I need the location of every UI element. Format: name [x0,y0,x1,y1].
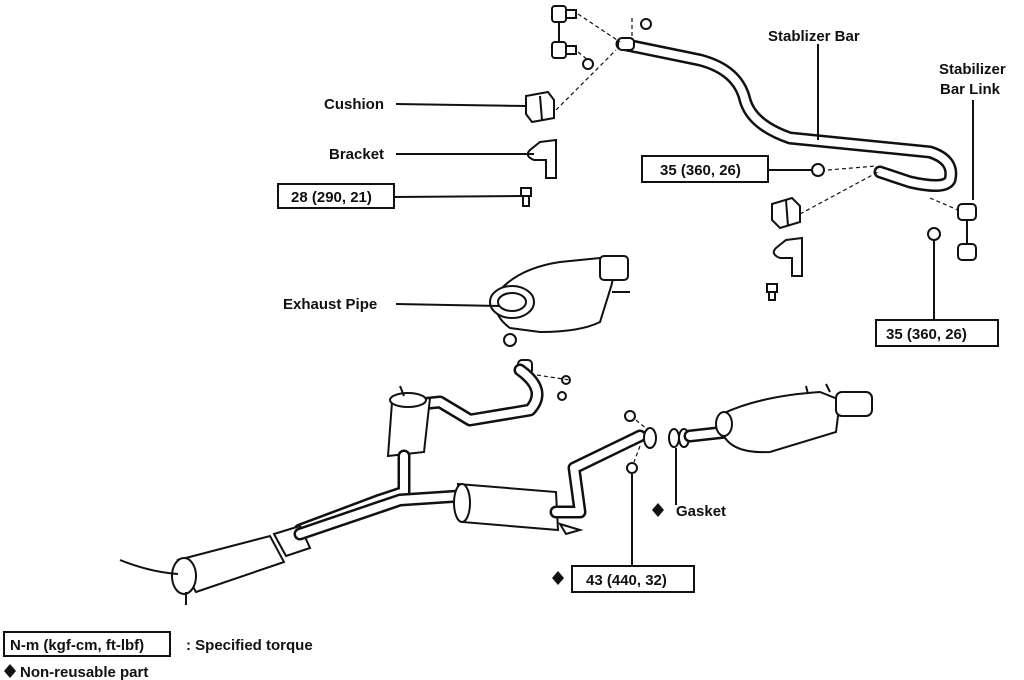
cushion-left [525,90,555,124]
bracket-right [772,236,803,277]
diamond-icon [552,571,564,585]
label-stabilizer-link-1: Stabilizer [939,61,1006,78]
label-stabilizer-bar: Stablizer Bar [768,28,860,45]
diamond-icon [652,503,664,517]
leader-exhaust-pipe [395,303,501,307]
stabilizer-link-right [927,203,977,261]
exhaust-middle-pipe [293,429,647,541]
label-gasket: Gasket [676,503,726,520]
torque-box-bar-bushing: 35 (360, 26) [641,155,769,183]
bracket-left [526,138,557,179]
leader-cushion [395,103,527,107]
legend: N-m (kgf-cm, ft-lbf) : Specified torque … [3,631,313,680]
torque-value-exhaust-nut: 43 (440, 32) [586,572,667,589]
legend-torque-unit: N-m (kgf-cm, ft-lbf) [10,637,144,654]
torque-value-bar-bushing: 35 (360, 26) [660,162,741,179]
torque-value-link-nut: 35 (360, 26) [886,326,967,343]
label-stabilizer-link-2: Bar Link [940,81,1001,98]
stabilizer-bar [615,37,958,192]
leader-bolt [393,195,521,198]
exhaust-front-resonator [119,524,312,605]
torque-box-exhaust-nut: 43 (440, 32) [571,565,695,593]
bolt-left [520,187,532,207]
exhaust-center-pipe [293,363,544,537]
torque-value-bracket-bolt: 28 (290, 21) [291,189,372,206]
legend-nonreusable-text: Non-reusable part [20,664,148,680]
torque-box-link-nut: 35 (360, 26) [875,319,999,347]
nut-bar-bushing [811,163,825,177]
stabilizer-link-left [551,5,652,70]
diamond-icon [4,664,16,678]
exhaust-upper-muffler [489,255,630,334]
bolt-right [766,283,778,301]
torque-box-bracket-bolt: 28 (290, 21) [277,183,395,209]
label-bracket: Bracket [329,146,384,163]
legend-torque-text: : Specified torque [186,637,313,654]
label-cushion: Cushion [324,96,384,113]
cushion-right [771,196,801,230]
exhaust-rear-muffler [683,383,873,454]
label-exhaust-pipe: Exhaust Pipe [283,296,377,313]
